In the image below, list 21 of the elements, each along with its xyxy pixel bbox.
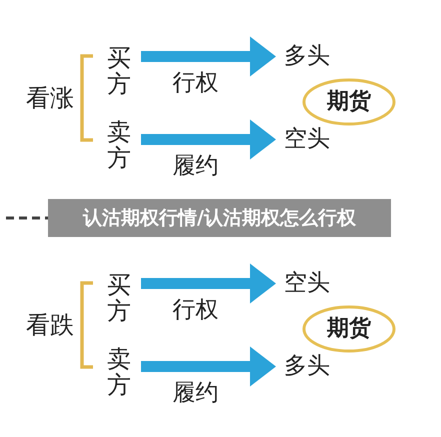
edge-label: 行权	[172, 298, 218, 322]
oval-label: 期货	[302, 78, 396, 126]
title-banner: 认沽期权行情/认沽期权怎么行权	[48, 199, 391, 237]
text-label: 多头	[284, 45, 330, 68]
arrow	[141, 346, 276, 386]
oval-label: 期货	[302, 305, 396, 353]
text-label: 多头	[284, 355, 330, 378]
text-label: 空头	[284, 128, 330, 151]
edge-label: 履约	[172, 382, 218, 404]
vertical-label: 买方	[107, 45, 131, 98]
edge-label: 履约	[172, 154, 218, 178]
text-label: 看涨	[26, 86, 74, 110]
vertical-label: 卖方	[107, 346, 131, 399]
arrow	[141, 36, 276, 76]
arrow	[141, 264, 276, 304]
text-label: 空头	[284, 272, 330, 295]
text-label: 看跌	[26, 313, 74, 337]
vertical-label: 买方	[107, 272, 131, 325]
arrow	[141, 120, 276, 160]
vertical-label: 卖方	[107, 119, 131, 172]
edge-label: 行权	[172, 72, 218, 94]
